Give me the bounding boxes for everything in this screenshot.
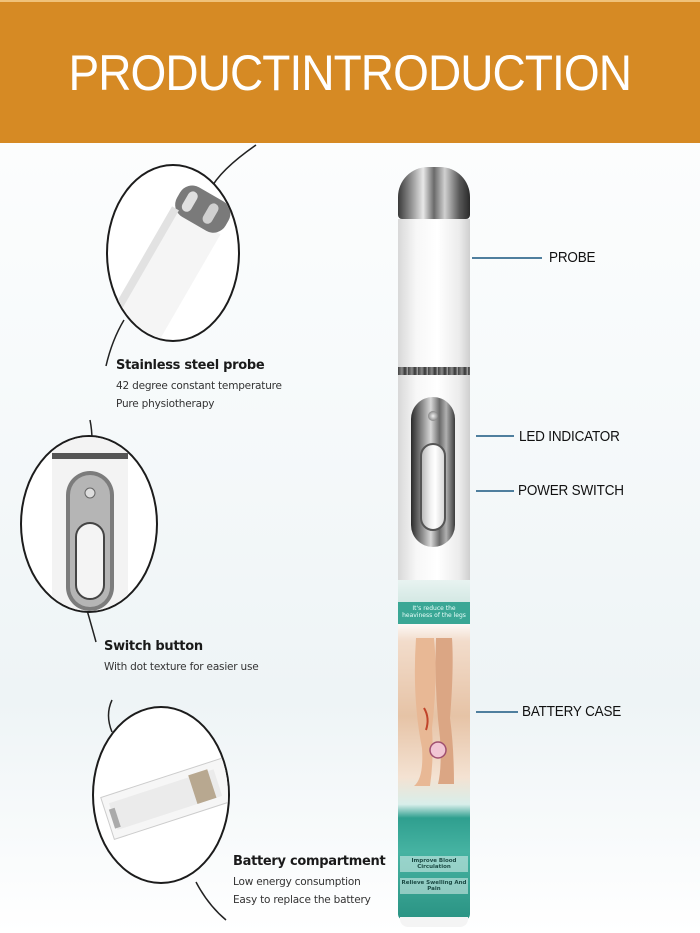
callout-switch-title: Switch button	[104, 639, 203, 654]
callout-switch-line-1: With dot texture for easier use	[104, 661, 259, 673]
sleeve-band: It's reduce the heaviness of the legs	[398, 602, 470, 624]
probe-tip	[398, 167, 470, 219]
switch-leader-line	[476, 490, 514, 492]
callout-battery-title: Battery compartment	[233, 854, 386, 869]
sleeve-line-1: Improve Blood Circulation	[400, 856, 468, 872]
switch-detail-image	[20, 435, 158, 613]
battery-compartment-icon	[100, 756, 228, 840]
callout-probe-line-1: 42 degree constant temperature	[116, 380, 282, 392]
page-title: PRODUCTINTRODUCTION	[68, 44, 633, 101]
led-indicator-icon	[428, 411, 438, 421]
power-switch-icon	[420, 443, 446, 531]
battery-leader-line	[476, 711, 518, 713]
switch-plate	[411, 397, 455, 547]
pen-end-cap	[400, 917, 468, 927]
led-leader-line	[476, 435, 514, 437]
probe-leader-line	[472, 257, 542, 259]
callout-probe-line-2: Pure physiotherapy	[116, 398, 215, 410]
pen-ring	[398, 367, 470, 375]
callout-battery-line-2: Easy to replace the battery	[233, 894, 371, 906]
battery-case-sleeve: It's reduce the heaviness of the legs Im…	[398, 580, 470, 920]
callout-probe-title: Stainless steel probe	[116, 358, 265, 373]
product-pen-image: It's reduce the heaviness of the legs Im…	[392, 167, 476, 927]
probe-closeup-icon	[108, 185, 231, 340]
label-probe: PROBE	[549, 249, 596, 266]
battery-detail-image	[92, 706, 230, 884]
legs-illustration-icon	[414, 638, 454, 786]
label-power-switch: POWER SWITCH	[518, 482, 624, 499]
sleeve-line-2: Relieve Swelling And Pain	[400, 878, 468, 894]
switch-closeup-icon	[52, 437, 128, 611]
label-battery-case: BATTERY CASE	[522, 703, 622, 720]
header-banner: PRODUCTINTRODUCTION	[0, 0, 700, 143]
probe-detail-image	[106, 164, 240, 342]
callout-battery-line-1: Low energy consumption	[233, 876, 361, 888]
pen-upper-body	[398, 219, 470, 369]
label-led-indicator: LED INDICATOR	[519, 428, 620, 445]
